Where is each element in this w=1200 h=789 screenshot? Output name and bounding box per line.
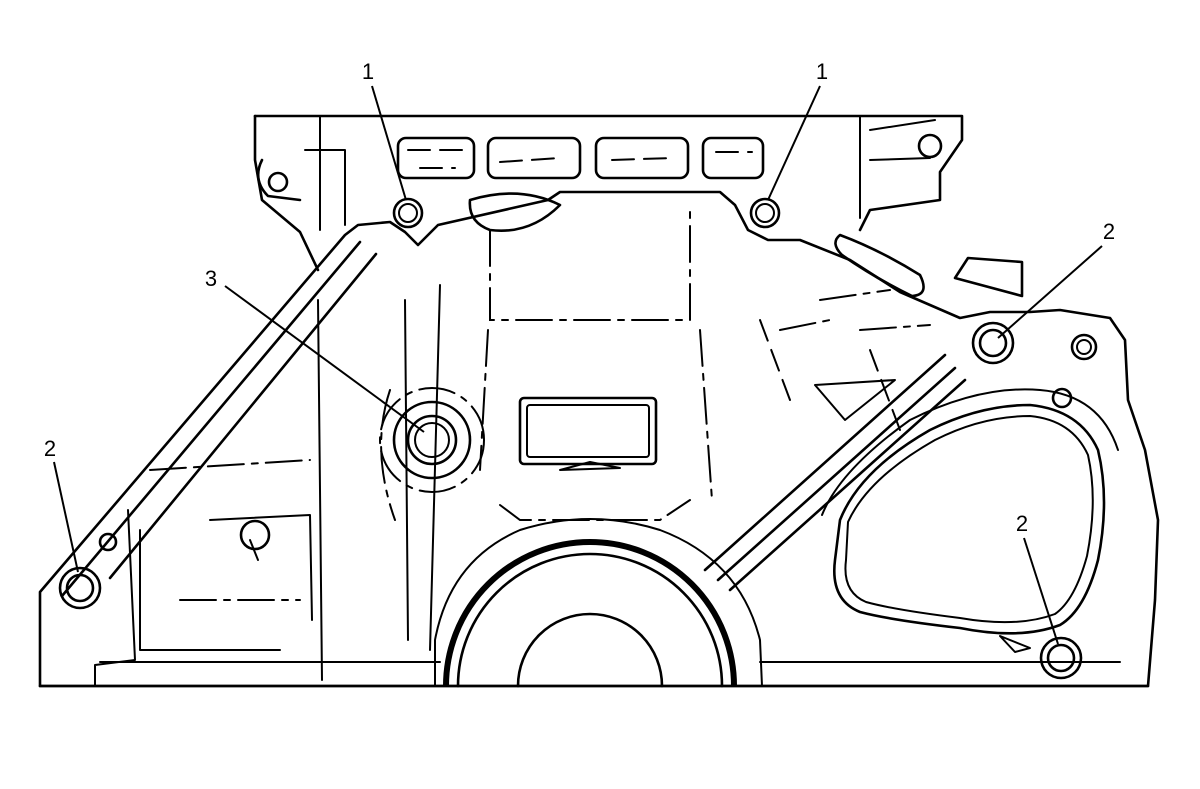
right-opening <box>821 388 1119 653</box>
leader-1-left <box>371 85 407 201</box>
callout-label-2-right-lower: 2 <box>1016 511 1028 536</box>
callout-label-1-left: 1 <box>362 59 374 84</box>
interior-details <box>60 133 1121 687</box>
callout-label-2-right-upper: 2 <box>1103 219 1115 244</box>
leader-1-right <box>767 85 821 201</box>
leader-2-right-upper <box>997 245 1103 339</box>
callout-label-3: 3 <box>205 266 217 291</box>
callout-labels: 1 1 2 2 2 3 <box>44 59 1115 536</box>
callout-label-1-right: 1 <box>816 59 828 84</box>
leader-2-left-lower <box>53 461 79 573</box>
bolt-left-lower <box>58 566 102 610</box>
cover-outline <box>38 114 1160 688</box>
leader-2-right-lower <box>1023 537 1059 645</box>
bolt-right-lower <box>1039 636 1083 680</box>
leader-lines <box>53 85 1103 645</box>
bolt-top-left <box>392 197 424 229</box>
bolt-right-upper <box>971 321 1015 365</box>
center-fitting <box>379 387 485 493</box>
leader-3 <box>224 285 425 433</box>
crankshaft-seal <box>434 518 763 688</box>
bolt-top-right <box>749 197 781 229</box>
top-slots <box>396 136 765 232</box>
callout-label-2-left-lower: 2 <box>44 436 56 461</box>
